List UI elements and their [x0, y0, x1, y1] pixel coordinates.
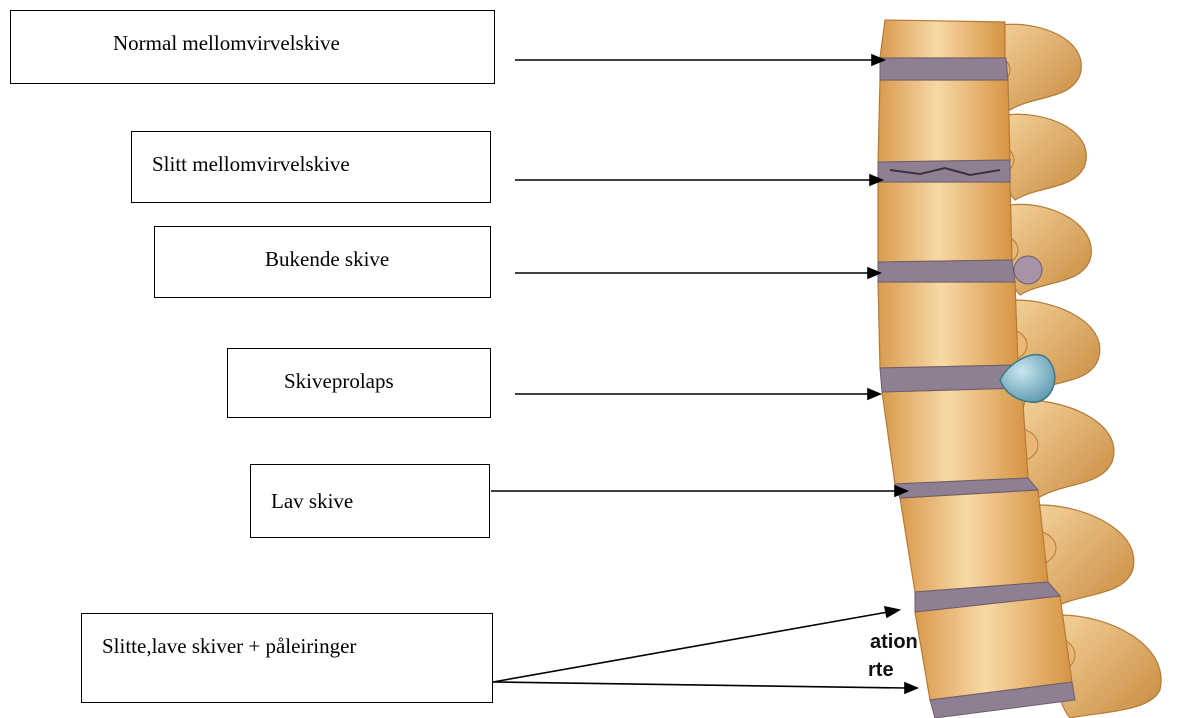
- label-low: Lav skive: [271, 487, 353, 515]
- label-box-worn: Slitt mellomvirvelskive: [131, 131, 491, 203]
- label-box-prolapse: Skiveprolaps: [227, 348, 491, 418]
- illustration-text-1: ation: [870, 631, 918, 653]
- disc-bulge: [1014, 256, 1042, 284]
- label-box-normal: Normal mellomvirvelskive: [10, 10, 495, 84]
- label-normal: Normal mellomvirvelskive: [113, 29, 340, 57]
- label-worn-low: Slitte,lave skiver + påleiringer: [102, 632, 432, 660]
- label-box-bulging: Bukende skive: [154, 226, 491, 298]
- leader-arrows: [491, 55, 917, 693]
- label-box-worn-low: Slitte,lave skiver + påleiringer: [81, 613, 493, 703]
- label-bulging: Bukende skive: [265, 245, 389, 273]
- label-worn: Slitt mellomvirvelskive: [152, 150, 350, 178]
- label-box-low: Lav skive: [250, 464, 490, 538]
- label-prolapse: Skiveprolaps: [284, 367, 394, 395]
- illustration-text-2: rte: [868, 659, 894, 681]
